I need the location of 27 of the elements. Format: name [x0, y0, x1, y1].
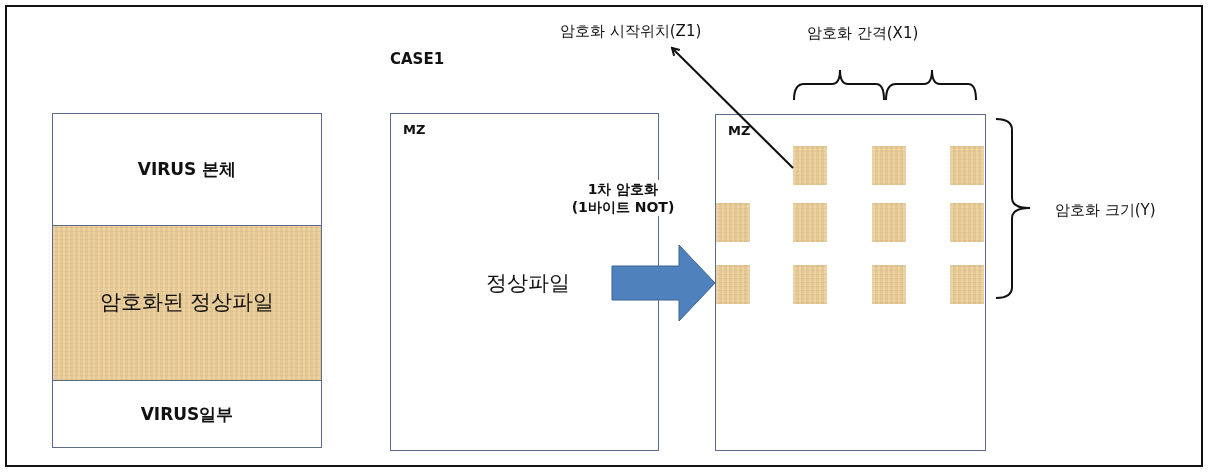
band-text: 암호화된 정상파일 [99, 289, 275, 317]
file-text: 정상파일 [486, 270, 570, 297]
case-label: CASE1 [390, 50, 445, 68]
encrypted-block [793, 265, 827, 304]
block-arrow [611, 244, 716, 322]
dimension-label: 암호화 크기(Y) [1055, 201, 1156, 220]
header-text: MZ [728, 123, 751, 138]
encrypted-block [793, 146, 827, 185]
callout-text: 암호화 시작위치(Z1) [560, 22, 702, 41]
encrypted-block [950, 265, 984, 304]
header-text: MZ [403, 122, 426, 137]
encrypted-block [872, 203, 906, 242]
encrypted-block [716, 265, 750, 304]
encrypted-block [950, 146, 984, 185]
dimension-label: 암호화 간격(X1) [807, 24, 919, 43]
encrypted-block [793, 203, 827, 242]
encrypted-block [950, 203, 984, 242]
file-box [715, 114, 986, 451]
virus-body-band [52, 113, 322, 226]
encrypted-block [872, 265, 906, 304]
encrypted-block [716, 203, 750, 242]
encrypted-file-band [52, 225, 322, 381]
band-text: VIRUS일부 [140, 402, 234, 426]
virus-part-band [52, 380, 322, 448]
leader-arrow [671, 47, 794, 169]
band-text: VIRUS 본체 [137, 158, 237, 181]
encrypted-block [872, 146, 906, 185]
